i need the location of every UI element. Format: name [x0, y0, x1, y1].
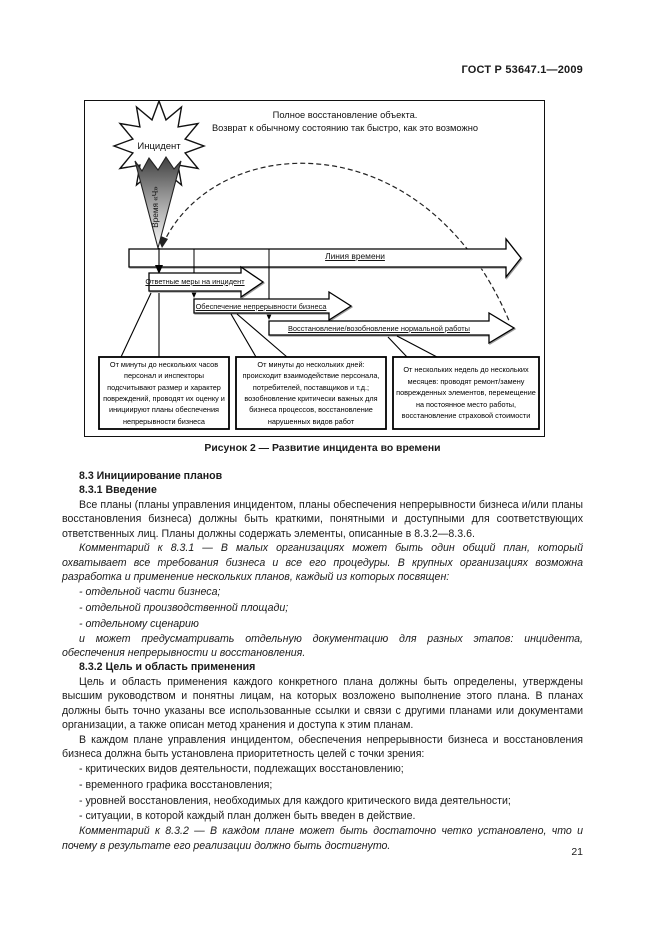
time-h-label: Время «Ч»	[151, 186, 160, 228]
list-item: - отдельной производственной площади;	[79, 601, 289, 614]
paragraph: Все планы (планы управления инцидентом, …	[62, 498, 583, 540]
list-item: - критических видов деятельности, подлеж…	[79, 763, 404, 776]
paragraph: Комментарий к 8.3.1 — В малых организаци…	[62, 542, 583, 584]
recovery-arrow-label: Восстановление/возобновление нормальной …	[288, 324, 470, 333]
continuity-arrow-label: Обеспечение непрерывности бизнеса	[195, 302, 327, 311]
paragraph: В каждом плане управления инцидентом, об…	[62, 733, 583, 761]
list-item: - уровней восстановления, необходимых дл…	[79, 794, 511, 807]
list-item: - отдельному сценарию	[79, 617, 199, 630]
timeframe-box-2-text: От минуты до нескольких дней: происходит…	[242, 359, 380, 426]
callout-line	[396, 335, 438, 358]
full-recovery-note-line2: Возврат к обычному состоянию так быстро,…	[211, 123, 479, 133]
list-item: - отдельной части бизнеса;	[79, 586, 221, 599]
full-recovery-note: Полное восстановление объекта. Возврат к…	[180, 109, 510, 135]
continuity-arrow	[193, 290, 353, 322]
section-heading: 8.3.2 Цель и область применения	[79, 661, 256, 674]
incident-label: Инцидент	[137, 141, 181, 152]
paragraph: Комментарий к 8.3.2 — В каждом плане мож…	[62, 825, 583, 852]
section-heading: 8.3 Инициирование планов	[79, 470, 223, 482]
page-number: 21	[571, 846, 583, 858]
timeline-label: Линия времени	[325, 251, 385, 261]
figure-caption: Рисунок 2 — Развитие инцидента во времен…	[204, 443, 441, 454]
timeframe-box-3-text: От нескольких недель до нескольких месяц…	[396, 365, 536, 421]
paragraph: Цель и область применения каждого конкре…	[62, 675, 583, 732]
full-recovery-note-line1: Полное восстановление объекта.	[272, 110, 418, 120]
timeframe-box-3	[392, 356, 540, 430]
timeframe-box-2	[235, 356, 387, 430]
figure-2-diagram: Время «Ч»	[84, 100, 545, 437]
response-arrow	[148, 265, 265, 299]
paragraph: и может предусматривать отдельную докуме…	[62, 632, 583, 659]
response-arrow-label: Ответные меры на инцидент	[145, 276, 245, 286]
time-funnel-icon	[134, 155, 182, 251]
document-header: ГОСТ Р 53647.1—2009	[461, 64, 583, 76]
list-item: - ситуации, в которой каждый план должен…	[79, 810, 416, 823]
callout-line	[236, 313, 288, 358]
diagram-graphics: Время «Ч»	[98, 101, 540, 430]
callout-line	[387, 336, 408, 358]
timeline-arrow	[128, 237, 522, 279]
recovery-arrow	[268, 311, 516, 345]
list-item: - временного графика восстановления;	[79, 778, 273, 791]
timeframe-box-1-text: От минуты до нескольких часов персонал и…	[103, 359, 225, 426]
callout-line	[120, 292, 152, 358]
timeframe-box-1	[98, 356, 230, 430]
down-arrowhead-icon	[155, 265, 163, 274]
section-heading: 8.3.1 Введение	[79, 484, 157, 497]
callout-line	[230, 313, 257, 358]
